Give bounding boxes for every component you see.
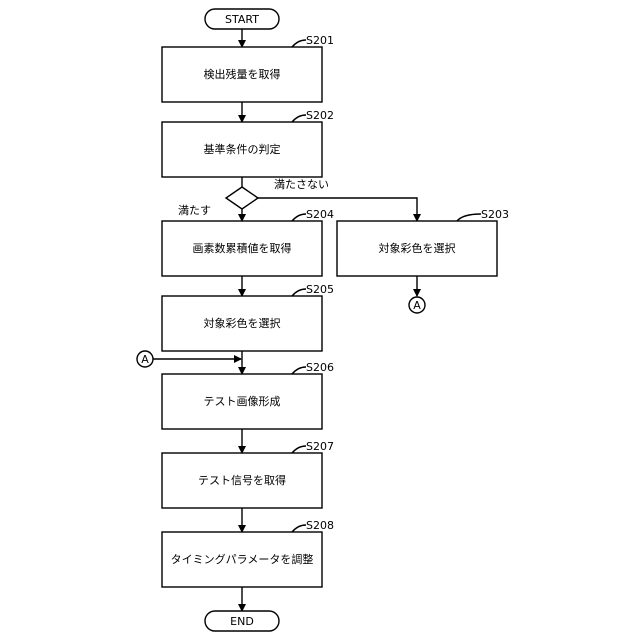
step-s201-leader	[292, 40, 306, 47]
step-s203: 対象彩色を選択 S203	[337, 208, 509, 276]
start-terminal: START	[205, 9, 279, 29]
connector-a-in: A	[137, 351, 153, 367]
step-s207-id: S207	[306, 440, 334, 453]
arrow-decision-s203	[258, 198, 417, 221]
step-s203-leader	[457, 214, 481, 221]
step-s204: 画素数累積値を取得 S204	[162, 208, 334, 276]
step-s206-text: テスト画像形成	[204, 395, 281, 408]
decision-diamond	[226, 187, 258, 209]
step-s207-text: テスト信号を取得	[198, 474, 286, 487]
step-s204-leader	[292, 214, 306, 221]
step-s204-text: 画素数累積値を取得	[193, 241, 292, 255]
decision-no-label: 満たさない	[274, 178, 329, 191]
end-terminal: END	[205, 611, 279, 631]
step-s202-leader	[292, 115, 306, 122]
step-s201-id: S201	[306, 34, 334, 47]
step-s206-id: S206	[306, 361, 334, 374]
step-s203-text: 対象彩色を選択	[379, 241, 456, 255]
connector-a-out: A	[409, 297, 425, 313]
step-s205-id: S205	[306, 283, 334, 296]
step-s201: 検出残量を取得 S201	[162, 34, 334, 102]
step-s207-leader	[292, 446, 306, 453]
step-s202: 基準条件の判定 S202	[162, 109, 334, 177]
step-s205-leader	[292, 289, 306, 296]
decision-yes-label: 満たす	[178, 204, 211, 217]
step-s204-id: S204	[306, 208, 334, 221]
end-label: END	[230, 615, 254, 628]
step-s206: テスト画像形成 S206	[162, 361, 334, 429]
step-s208-leader	[292, 525, 306, 532]
step-s205-text: 対象彩色を選択	[204, 316, 281, 330]
step-s208-text: タイミングパラメータを調整	[171, 552, 314, 566]
step-s203-id: S203	[481, 208, 509, 221]
step-s205: 対象彩色を選択 S205	[162, 283, 334, 351]
step-s207: テスト信号を取得 S207	[162, 440, 334, 508]
start-label: START	[225, 13, 259, 26]
step-s201-text: 検出残量を取得	[204, 67, 281, 81]
connector-a-out-label: A	[413, 299, 421, 312]
step-s206-leader	[292, 367, 306, 374]
step-s208: タイミングパラメータを調整 S208	[162, 519, 334, 587]
step-s208-id: S208	[306, 519, 334, 532]
step-s202-id: S202	[306, 109, 334, 122]
step-s202-text: 基準条件の判定	[204, 142, 281, 156]
connector-a-in-label: A	[141, 353, 149, 366]
